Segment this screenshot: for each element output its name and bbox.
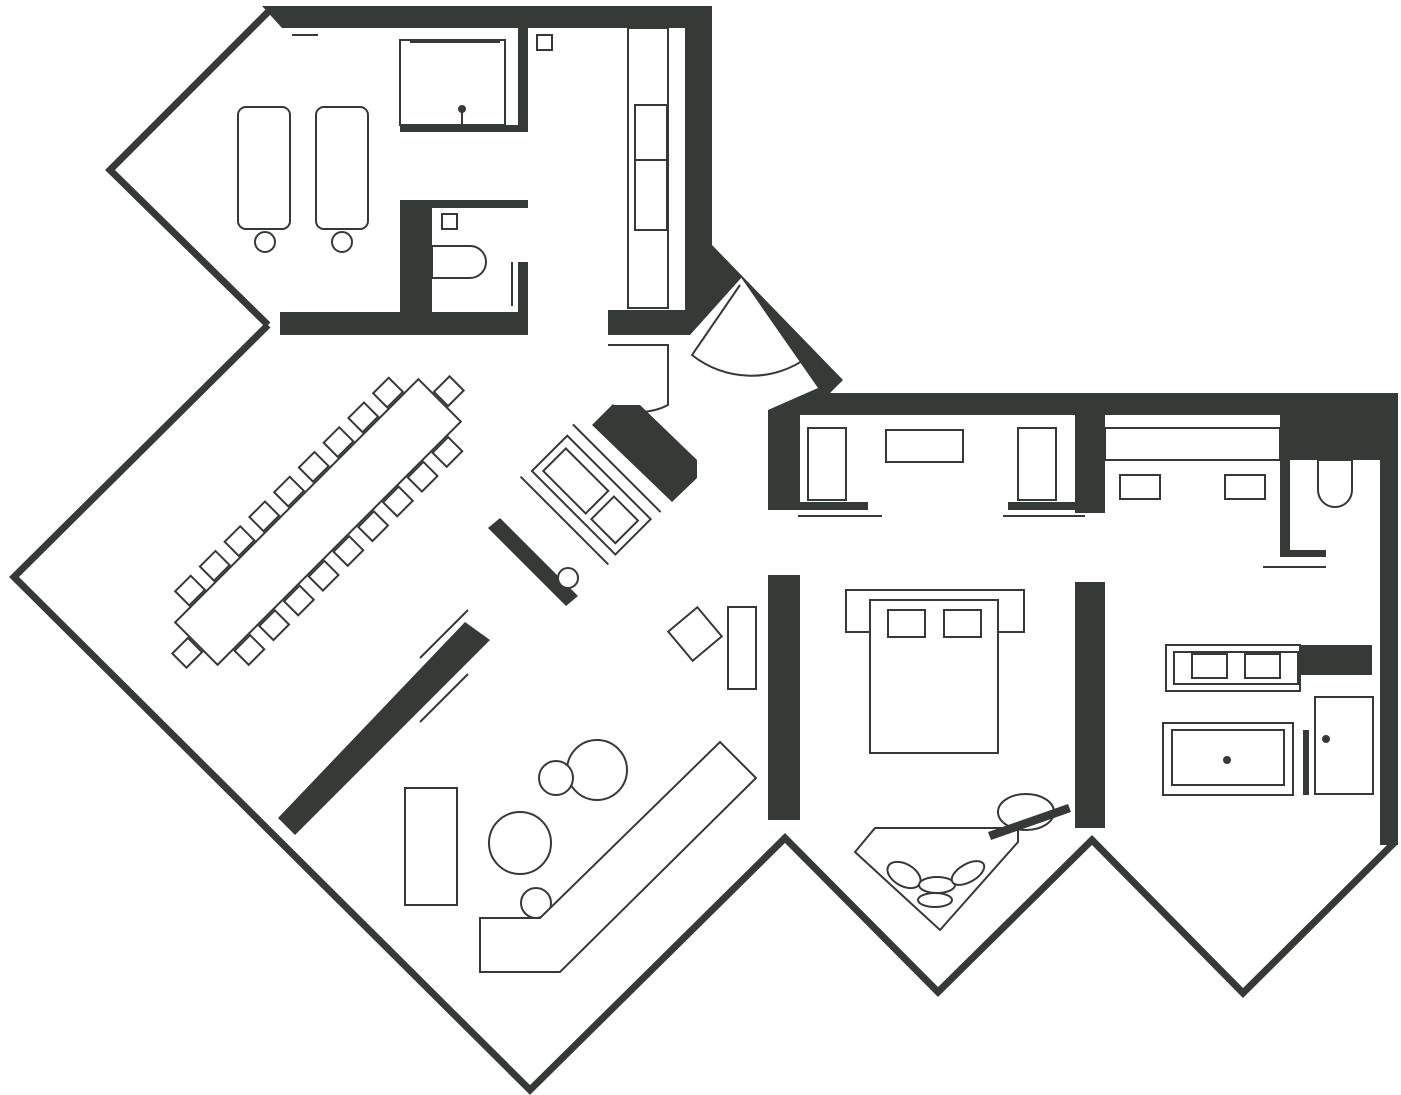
doors: [608, 284, 809, 413]
kitchen: [419, 423, 662, 723]
dining-table-with-chairs: [170, 374, 466, 670]
bedroom-furniture: [807, 427, 1071, 932]
master-bathroom-fixtures: [1104, 427, 1374, 796]
living-furniture: [404, 605, 758, 973]
outer-walls: [9, 9, 1398, 1095]
spa-furniture: [237, 27, 669, 309]
structural-walls: [262, 6, 1398, 845]
